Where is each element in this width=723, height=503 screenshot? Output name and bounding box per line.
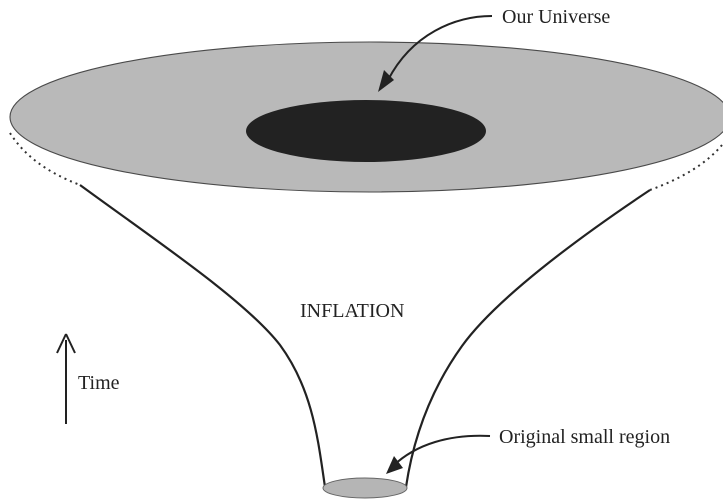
our-universe-region (246, 100, 486, 162)
funnel-right-edge (404, 189, 651, 488)
time-label: Time (78, 372, 120, 394)
time-arrow-head (56, 333, 76, 354)
original-small-region (322, 477, 408, 499)
original-small-region-label: Original small region (499, 426, 670, 448)
our-universe-label: Our Universe (502, 6, 610, 28)
our-universe-pointer-arrow (387, 15, 493, 81)
funnel-left-edge (79, 184, 327, 488)
original-region-pointer-arrow (392, 434, 491, 467)
original-region-pointer-arrowhead (386, 456, 403, 474)
inflation-label: INFLATION (300, 300, 404, 322)
disk-right-dotted-edge (649, 144, 723, 191)
disk-left-dotted-edge (9, 132, 81, 186)
our-universe-pointer-arrowhead (378, 70, 394, 92)
